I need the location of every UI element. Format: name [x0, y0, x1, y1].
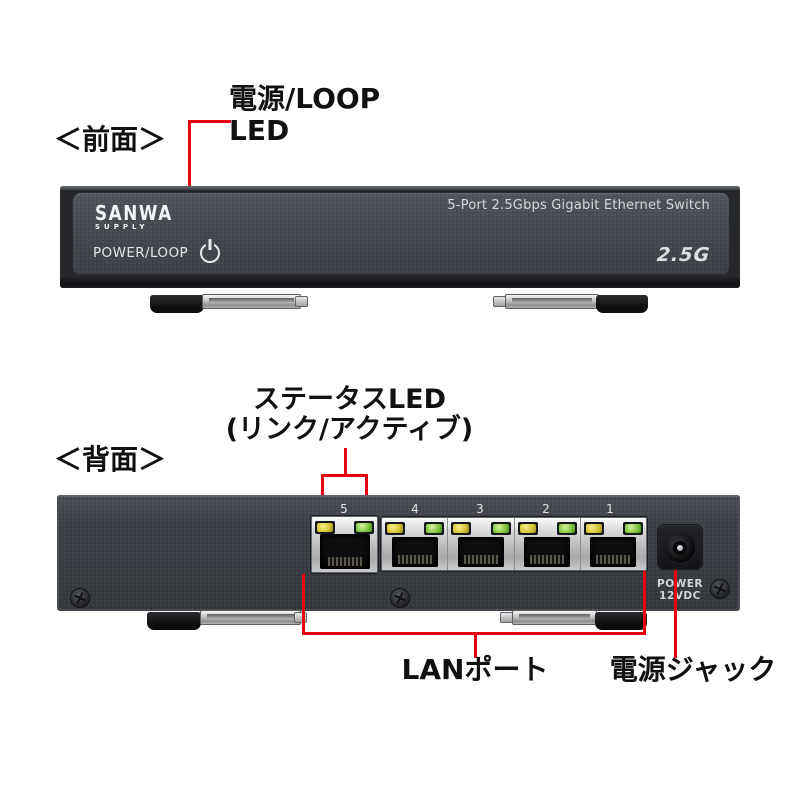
- port3-active-led-window: [490, 522, 511, 535]
- port2-active-led-icon: [558, 524, 575, 533]
- port-number-5: 5: [340, 502, 348, 516]
- power-loop-label: POWER/LOOP: [93, 245, 189, 261]
- power-icon: [197, 239, 223, 266]
- port2-link-led-icon: [519, 524, 536, 533]
- front-foot-left-bracket: [202, 294, 301, 309]
- port5-link-led-icon: [317, 523, 333, 532]
- front-foot-right-bracket: [505, 294, 599, 309]
- switch-front-view: SANWA SUPPLY POWER/LOOP 5-Port 2.5Gbps G…: [60, 186, 740, 288]
- lan-port-1: [579, 518, 646, 570]
- port4-contacts: [397, 555, 432, 564]
- back-foot-right-rubber: [595, 612, 647, 630]
- lan-ports-label: LANポート: [401, 653, 549, 686]
- port3-link-led-window: [451, 522, 472, 535]
- port4-active-led-window: [424, 522, 445, 535]
- power-jack-callout-line: [674, 570, 677, 658]
- power-jack-label-line2: 12VDC: [659, 590, 701, 602]
- lan-port-2: [513, 518, 580, 570]
- back-top-bevel: [59, 495, 738, 499]
- port4-active-led-icon: [426, 524, 443, 533]
- front-foot-left-tab: [295, 296, 308, 307]
- port1-active-led-icon: [625, 524, 641, 533]
- port-number-1: 1: [606, 502, 614, 516]
- lan-bracket-stub: [474, 632, 477, 658]
- status-led-callout: ステータスLED (リンク/アクティブ): [222, 385, 477, 445]
- back-foot-left-bracket: [200, 610, 301, 625]
- port-number-2: 2: [542, 502, 550, 516]
- switch-back-view: 5 4 3 2 1: [57, 495, 740, 611]
- port2-contacts: [530, 555, 565, 564]
- front-bottom-edge: [60, 274, 740, 288]
- port1-contacts: [596, 555, 631, 564]
- front-foot-left-rubber: [150, 295, 204, 313]
- speed-badge: 2.5G: [655, 244, 712, 266]
- lan-port-5: [311, 516, 378, 573]
- back-foot-right-bracket: [512, 610, 597, 625]
- front-foot-right-rubber: [596, 295, 648, 313]
- brand-subname: SUPPLY: [95, 223, 149, 231]
- status-led-stub: [344, 448, 347, 477]
- dc-power-jack: [658, 525, 702, 569]
- port4-link-led-window: [385, 522, 405, 535]
- power-jack-label: POWER 12VDC: [647, 578, 713, 602]
- power-led-callout-line-horizontal: [188, 120, 231, 123]
- port1-link-led-icon: [585, 524, 602, 533]
- port4-rj45-opening: [391, 537, 438, 567]
- dc-jack-hole: [673, 541, 687, 555]
- power-jack-label-line1: POWER: [657, 578, 703, 590]
- power-led-callout-line1: 電源/LOOP: [229, 82, 381, 115]
- front-top-bevel: [60, 186, 740, 190]
- status-led-bracket-horizontal: [321, 474, 368, 477]
- port5-active-led-window: [354, 521, 374, 534]
- port2-rj45-opening: [524, 537, 571, 567]
- power-loop-indicator: POWER/LOOP: [93, 239, 223, 266]
- port2-active-led-window: [556, 522, 577, 535]
- power-led-callout-line-vertical: [188, 120, 191, 232]
- port3-contacts: [463, 555, 498, 564]
- port5-rj45-opening: [319, 534, 370, 569]
- port5-link-led-window: [315, 521, 335, 534]
- power-icon-stem: [208, 239, 212, 250]
- product-name-text: 5-Port 2.5Gbps Gigabit Ethernet Switch: [447, 198, 710, 213]
- port-number-3: 3: [476, 502, 484, 516]
- port1-rj45-opening: [590, 537, 637, 567]
- dc-jack-barrel: [665, 533, 695, 563]
- back-foot-left-rubber: [147, 612, 201, 630]
- sanwa-logo: SANWA SUPPLY: [95, 201, 171, 231]
- lan-port-4: [382, 518, 447, 570]
- lan-port-group: [381, 517, 647, 571]
- port-number-4: 4: [411, 502, 419, 516]
- front-view-label: ＜前面＞: [54, 123, 167, 156]
- screw-icon-middle: [391, 589, 409, 607]
- status-led-callout-line1: ステータスLED: [252, 384, 447, 415]
- brand-name: SANWA: [95, 201, 173, 225]
- lan-bracket-left: [302, 574, 305, 635]
- port5-active-led-icon: [356, 523, 372, 532]
- dc-jack-pin: [677, 545, 683, 551]
- port3-active-led-icon: [492, 524, 509, 533]
- port1-link-led-window: [583, 522, 604, 535]
- screw-icon-left: [71, 589, 89, 607]
- port1-active-led-window: [623, 522, 643, 535]
- back-view-label: ＜背面＞: [54, 443, 167, 476]
- port3-rj45-opening: [457, 537, 504, 567]
- back-foot-left-tab: [294, 612, 307, 623]
- power-led-callout-line2: LED: [229, 114, 290, 147]
- port3-link-led-icon: [453, 524, 470, 533]
- port4-link-led-icon: [387, 524, 403, 533]
- lan-bracket-right: [643, 571, 646, 635]
- status-led-callout-line2: (リンク/アクティブ): [225, 414, 474, 445]
- port5-contacts: [327, 557, 362, 566]
- screw-icon-right: [711, 580, 729, 598]
- port2-link-led-window: [517, 522, 538, 535]
- power-jack-callout-label: 電源ジャック: [609, 653, 777, 686]
- power-led-callout: 電源/LOOP LED: [229, 83, 380, 147]
- lan-port-3: [447, 518, 513, 570]
